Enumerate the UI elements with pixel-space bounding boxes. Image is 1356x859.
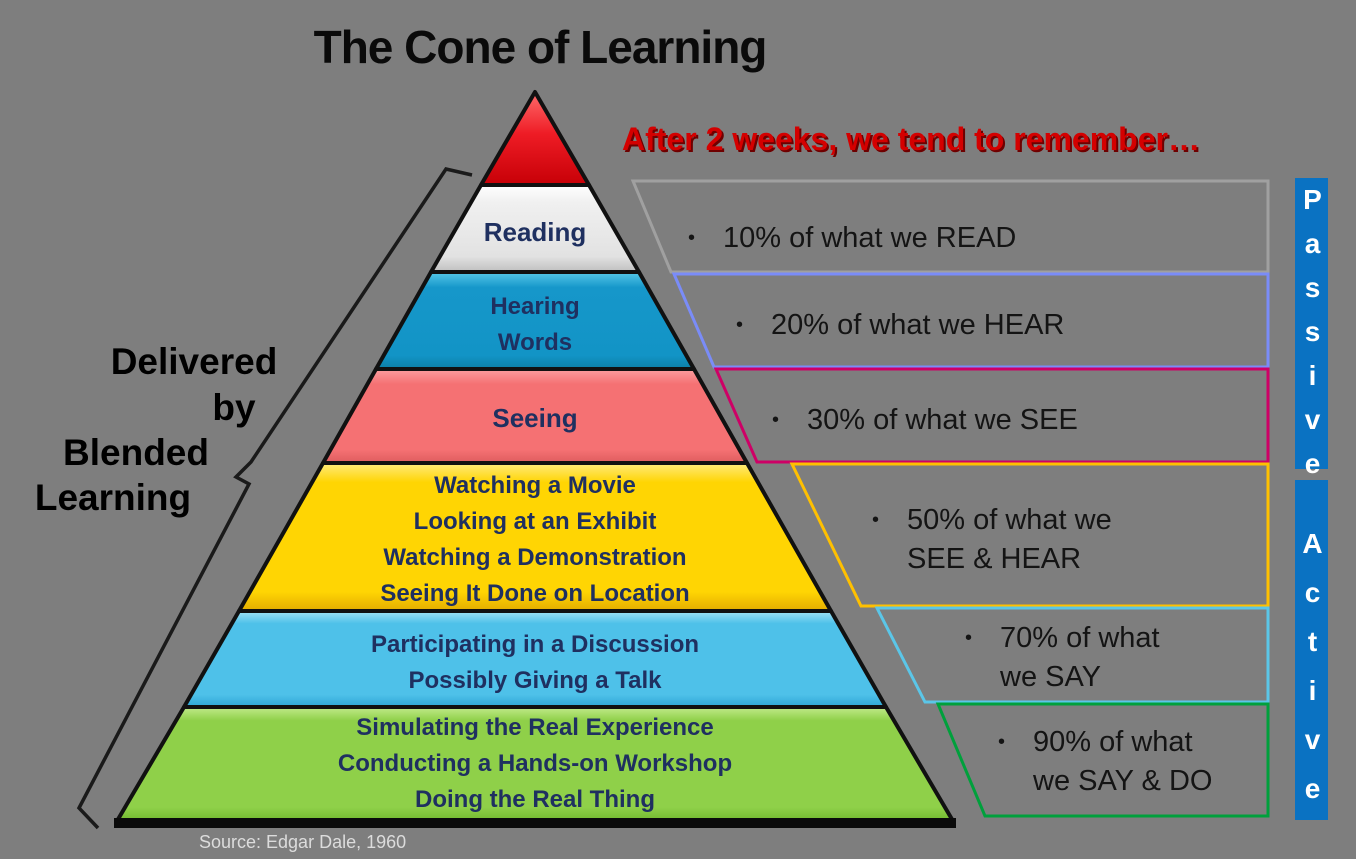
blended-learning-brace — [76, 167, 473, 830]
callout-read: • 10% of what we READ — [688, 219, 1016, 258]
callout-hear: • 20% of what we HEAR — [736, 306, 1064, 345]
source-credit: Source: Edgar Dale, 1960 — [199, 832, 407, 852]
pyramid-layer-apex — [479, 90, 591, 187]
callout-outline-see — [713, 367, 1270, 464]
layer-label-reading: Reading — [483, 217, 587, 247]
layer-label-doing: Simulating the Real Experience Conductin… — [337, 714, 733, 813]
callout-text: 50% of what we SEE & HEAR — [907, 504, 1112, 575]
callout-outline-read — [630, 179, 1270, 274]
callout-outline-say-do — [935, 702, 1270, 818]
callout-text: 10% of what we READ — [723, 222, 1017, 254]
bullet-icon: • — [736, 314, 744, 336]
layer-label-watching: Watching a Movie Looking at an Exhibit W… — [380, 472, 690, 607]
callout-see-hear: • 50% of what we SEE & HEAR — [872, 501, 1112, 579]
callout-text: 30% of what we SEE — [807, 404, 1078, 436]
callout-text: 70% of what we SAY — [1000, 622, 1160, 693]
layer-label-seeing: Seeing — [492, 403, 578, 433]
callout-text: 20% of what we HEAR — [771, 309, 1065, 341]
bullet-icon: • — [772, 409, 780, 431]
callout-say: • 70% of what we SAY — [965, 619, 1160, 697]
active-strip: Active — [1295, 480, 1328, 822]
layer-label-hearing-words: Hearing Words — [490, 293, 580, 356]
callout-see: • 30% of what we SEE — [772, 401, 1078, 440]
page-title: The Cone of Learning — [313, 21, 768, 73]
bullet-icon: • — [872, 509, 880, 531]
remember-heading: After 2 weeks, we tend to remember… — [622, 121, 1200, 157]
callout-say-do: • 90% of what we SAY & DO — [998, 723, 1212, 801]
bullet-icon: • — [965, 627, 973, 649]
bullet-icon: • — [998, 731, 1006, 753]
callout-text: 90% of what we SAY & DO — [1033, 726, 1213, 797]
callout-outline-hear — [671, 272, 1270, 369]
callout-outline-see-hear — [789, 462, 1270, 608]
left-label-line-3: Blended — [63, 432, 209, 473]
passive-strip: Passive — [1295, 178, 1328, 492]
left-label-line-2: by — [212, 387, 256, 428]
left-label-line-4: Learning — [34, 477, 192, 518]
layer-label-participating: Participating in a Discussion Possibly G… — [370, 631, 700, 694]
bullet-icon: • — [688, 227, 696, 249]
callout-outline-say — [874, 606, 1270, 704]
left-label-line-1: Delivered — [110, 341, 278, 382]
